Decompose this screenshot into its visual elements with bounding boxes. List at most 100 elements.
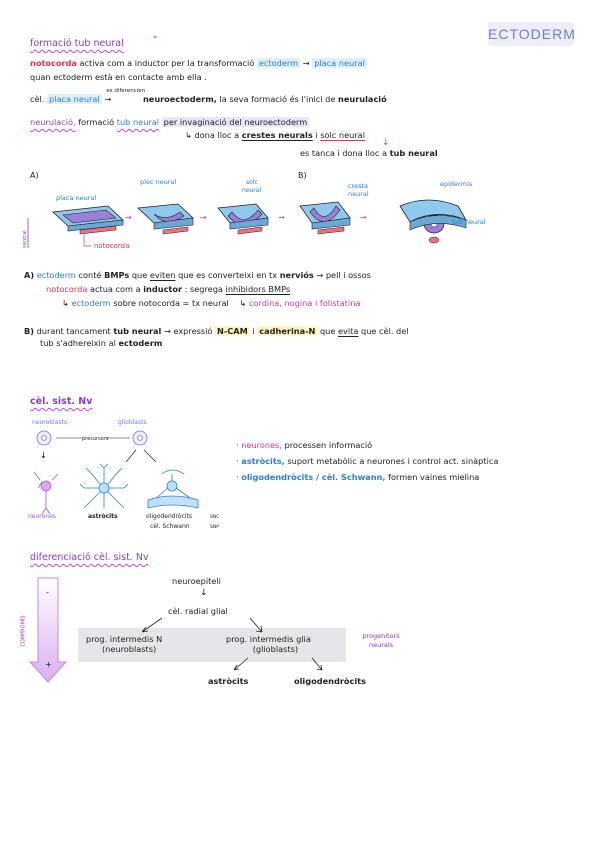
term-neurulacio: neurulació bbox=[338, 94, 387, 104]
text: → pell i ossos bbox=[316, 270, 371, 280]
label-tub-neural: tub neural bbox=[452, 218, 486, 226]
text-line: quan ectoderm està en contacte amb ella … bbox=[30, 72, 207, 82]
commitment-arrow bbox=[28, 577, 68, 683]
neuroblast-nucleus bbox=[41, 435, 47, 441]
term-solc-neural: solc neural bbox=[320, 130, 365, 140]
text: activa com a inductor per la transformac… bbox=[79, 58, 255, 68]
bullet-oligo: · oligodendròcits / cèl. Schwann, formen… bbox=[236, 472, 479, 482]
text: es tanca i dona lloc a bbox=[300, 148, 388, 158]
node-neuroepiteli: neuroepiteli bbox=[172, 576, 221, 586]
term-inductor: inductor bbox=[143, 284, 183, 294]
prog-n-label: prog. intermedis N bbox=[86, 634, 163, 644]
label-progenitors: progenitors neurals bbox=[354, 632, 408, 650]
label-solc-neural: solc bbox=[246, 179, 258, 186]
label-notocorda: notocorda bbox=[94, 242, 129, 250]
oligodendrocyte-illustration bbox=[147, 469, 199, 509]
term-tub-neural: tub neural bbox=[389, 148, 438, 158]
stage-placa bbox=[52, 205, 124, 235]
text-line-notocorda: notocorda activa com a inductor per la t… bbox=[30, 58, 367, 68]
term-notocorda: notocorda bbox=[30, 58, 77, 68]
diagram-label-b: B) bbox=[298, 171, 307, 180]
term-ectoderm: ectoderm bbox=[36, 270, 76, 280]
stage-plec bbox=[137, 203, 194, 235]
solc-word: solc bbox=[246, 179, 258, 186]
arrow-icon: → bbox=[200, 213, 207, 222]
text: que bbox=[131, 270, 148, 280]
text-eviten: eviten bbox=[149, 270, 176, 280]
text: sobre notocorda = tx neural bbox=[113, 298, 229, 308]
term-astrocits: astròcits, bbox=[241, 456, 285, 466]
arrow-label: es diferencien bbox=[106, 88, 146, 94]
text-line-tanca: es tanca i dona lloc a tub neural bbox=[300, 148, 438, 158]
arrow-icon: → bbox=[104, 94, 112, 104]
heading-text: formació tub neural bbox=[30, 38, 124, 49]
section-b-line-2: tub s'adhereixin al ectoderm bbox=[40, 338, 162, 348]
text: conté bbox=[78, 270, 102, 280]
text: processen informació bbox=[284, 440, 373, 450]
label-placa-neural: placa neural bbox=[56, 194, 96, 202]
text: i bbox=[315, 130, 318, 140]
text: tub s'adhereixin al bbox=[40, 338, 116, 348]
arrow-icon bbox=[311, 657, 323, 671]
text: actua com a bbox=[89, 284, 141, 294]
minus-label: - bbox=[46, 588, 49, 597]
node-prog-n: prog. intermedis N (neuroblasts) bbox=[86, 634, 162, 654]
section-heading-cel-sist: cèl. sist. Nv bbox=[30, 396, 93, 407]
term-ectoderm: ectoderm bbox=[118, 338, 163, 348]
term-notocorda: notocorda bbox=[46, 284, 88, 294]
glioblast-cell bbox=[132, 430, 148, 446]
label-precursors: precursors bbox=[82, 436, 109, 442]
label-cresta-2: neural bbox=[348, 190, 369, 198]
arrow-with-label: es diferencien → bbox=[104, 88, 145, 104]
tree-branches-1 bbox=[141, 617, 263, 633]
astrocyte-illustration bbox=[79, 463, 129, 509]
heading-mark: * bbox=[153, 34, 157, 43]
term-ectoderm: ectoderm bbox=[71, 298, 111, 308]
term-tub-neural: tub neural bbox=[113, 326, 162, 336]
label-a: A) bbox=[24, 270, 35, 280]
section-a-line-1: A) ectoderm conté BMPs que eviten que es… bbox=[24, 270, 371, 280]
text-evita: evita bbox=[338, 326, 359, 336]
text-line-neurulacio: neurulació, formació tub neural per inva… bbox=[30, 117, 310, 127]
term-neurulacio: neurulació, bbox=[30, 117, 76, 127]
section-b-line-1: B) durant tancament tub neural → express… bbox=[24, 326, 409, 336]
label-b: B) bbox=[24, 326, 34, 336]
node-radial-glial: cèl. radial glial bbox=[168, 606, 228, 616]
arrow-icon: → bbox=[125, 213, 132, 222]
label-neuroblasts: neuroblasts bbox=[32, 419, 67, 426]
node-oligodendrocits: oligodendròcits bbox=[294, 676, 366, 686]
node-prog-glia: prog. intermedis glia (glioblasts) bbox=[226, 634, 311, 654]
label-snc: SNC bbox=[210, 514, 219, 520]
text: cèl. bbox=[30, 94, 45, 104]
text: i bbox=[252, 326, 255, 336]
glioblast-nucleus bbox=[137, 435, 143, 441]
label-solc-neural-2: neural bbox=[242, 187, 261, 194]
label-neurones: neurones bbox=[28, 513, 56, 520]
label-astrocits: astròcits bbox=[88, 513, 118, 520]
term-placa-neural: placa neural bbox=[47, 94, 102, 104]
text: que bbox=[319, 326, 336, 336]
prog-glia-sublabel: (glioblasts) bbox=[252, 644, 299, 654]
bullet-icon: · bbox=[236, 472, 239, 482]
text: ↳ bbox=[239, 298, 247, 308]
term-neurones: neurones, bbox=[241, 440, 282, 450]
text-invaginacio: per invaginació del neuroectoderm bbox=[161, 117, 310, 127]
arrow-icon bbox=[249, 617, 263, 633]
neurulation-diagram: A) B) ventral placa neural notocorda → p… bbox=[22, 171, 486, 250]
term-ncam: N-CAM bbox=[215, 326, 250, 336]
term-nervios: nerviós bbox=[279, 270, 314, 280]
down-arrow-icon: ↓ bbox=[40, 451, 47, 460]
term-neuroectoderm: neuroectoderm, bbox=[142, 94, 217, 104]
label-schwann: cèl. Schwann bbox=[150, 523, 190, 530]
axis-label-compromis: COMPROMÍS bbox=[20, 615, 27, 647]
section-a-line-2: notocorda actua com a inductor : segrega… bbox=[46, 284, 290, 294]
stage-cresta bbox=[299, 201, 351, 235]
label-plec-neural: plec neural bbox=[140, 178, 176, 186]
term-placa-neural: placa neural bbox=[312, 58, 367, 68]
bullet-icon: · bbox=[236, 456, 239, 466]
term-bmps: BMPs bbox=[104, 270, 130, 280]
arrow-line bbox=[125, 449, 137, 463]
neuroblast-cell bbox=[36, 430, 52, 446]
progenitors-band bbox=[78, 628, 346, 662]
stage-solc bbox=[217, 203, 269, 235]
